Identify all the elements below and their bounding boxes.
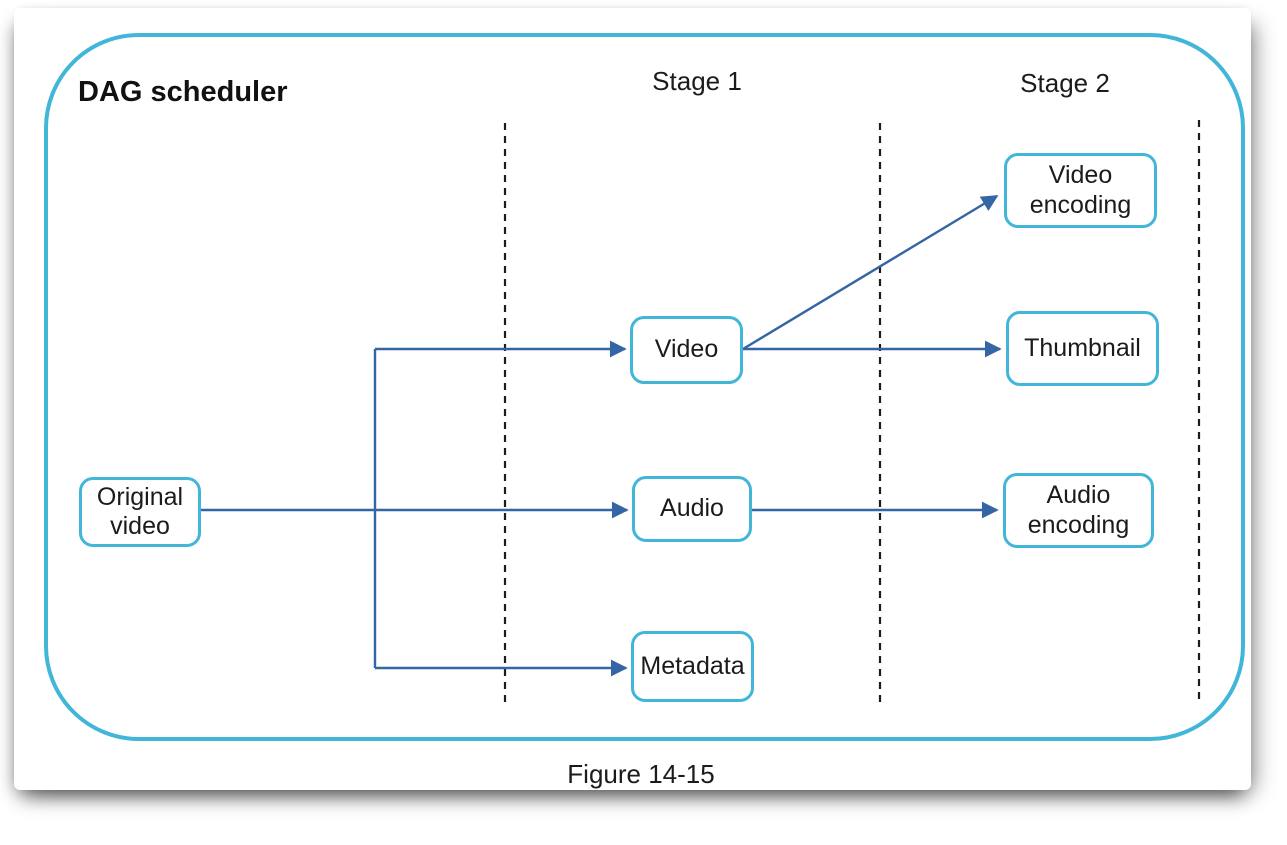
stage-2-label: Stage 2 [1020,68,1110,98]
diagram-title: DAG scheduler [78,76,288,108]
node-video: Video [630,316,743,384]
figure-caption: Figure 14-15 [567,759,715,789]
node-audio-label: Audio [660,494,724,523]
node-original-video-label: Original video [96,482,184,541]
book-page: DAG scheduler Stage 1 Stage 2 Original v… [14,8,1251,790]
node-thumbnail: Thumbnail [1006,311,1159,386]
node-original-video: Original video [79,477,201,547]
node-thumbnail-label: Thumbnail [1024,333,1141,362]
node-audio: Audio [632,476,752,542]
node-metadata: Metadata [631,631,754,702]
node-video-encoding: Video encoding [1004,153,1157,228]
dag-scheduler-container [44,33,1245,741]
stage-1-label: Stage 1 [652,66,742,96]
node-metadata-label: Metadata [640,651,745,680]
node-video-encoding-label: Video encoding [1029,161,1132,219]
node-audio-encoding: Audio encoding [1003,473,1154,548]
node-audio-encoding-label: Audio encoding [1027,481,1130,539]
node-video-label: Video [654,335,719,364]
